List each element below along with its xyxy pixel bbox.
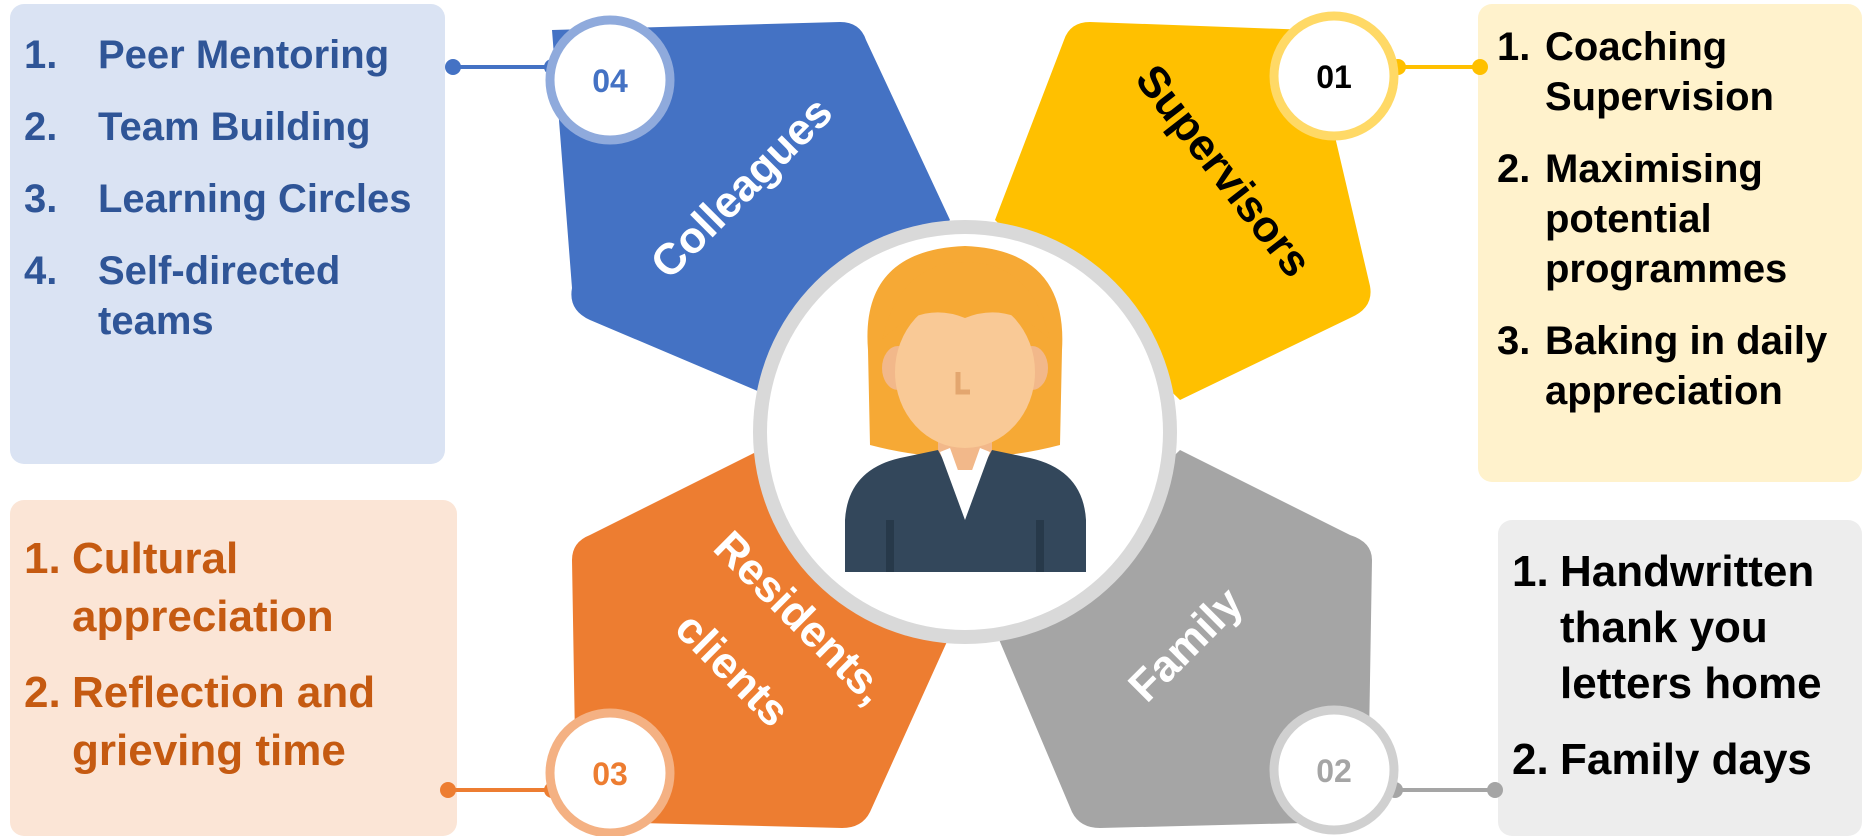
connector-colleagues [445, 59, 560, 75]
list-item: 2.Maximising potential programmes [1497, 147, 1788, 291]
list-item: 2.Family days [1512, 735, 1812, 784]
list-item: 1.Handwritten thank you letters home [1512, 547, 1822, 708]
residents-box [10, 500, 457, 836]
list-item: 1.Peer Mentoring [24, 33, 390, 77]
connector-residents [440, 782, 560, 798]
connector-family [1387, 782, 1503, 798]
svg-text:04: 04 [592, 63, 628, 99]
badge-02: 02 [1269, 705, 1399, 835]
residents-list: 1.Cultural appreciation 2.Reflection and… [24, 530, 434, 780]
badge-01: 01 [1269, 11, 1399, 141]
person-avatar-icon [845, 246, 1086, 572]
badge-04: 04 [545, 15, 675, 145]
list-item: 1.Cultural appreciation [24, 534, 334, 641]
list-item: 3.Baking in daily appreciation [1497, 319, 1828, 413]
badge-03: 03 [545, 708, 675, 836]
svg-text:02: 02 [1316, 753, 1352, 789]
colleagues-box [10, 4, 445, 464]
supervisors-box [1478, 4, 1862, 482]
svg-text:03: 03 [592, 756, 628, 792]
list-item: 3.Learning Circles [24, 177, 412, 221]
list-item: 4.Self-directed teams [24, 249, 341, 343]
family-list: 1.Handwritten thank you letters home 2.F… [1512, 544, 1857, 788]
supervisors-list: 1.Coaching Supervision 2.Maximising pote… [1497, 22, 1857, 416]
svg-text:01: 01 [1316, 59, 1352, 95]
list-item: 1.Coaching Supervision [1497, 25, 1774, 119]
family-box [1498, 520, 1862, 836]
list-item: 2.Reflection and grieving time [24, 668, 376, 775]
colleagues-list: 1.Peer Mentoring 2.Team Building 3.Learn… [24, 30, 434, 346]
connector-supervisors [1390, 59, 1488, 75]
list-item: 2.Team Building [24, 105, 371, 149]
